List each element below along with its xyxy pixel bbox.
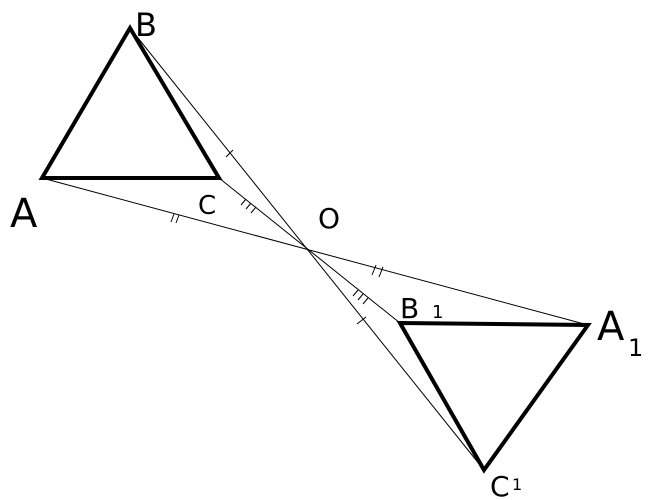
label-C1-subscript: 1 — [512, 475, 522, 494]
tick-AO-2 — [175, 214, 180, 224]
tick-OB1-3 — [362, 297, 369, 305]
label-C1: C — [490, 470, 510, 500]
label-A1: A — [597, 304, 625, 350]
construction-lines — [41, 27, 589, 471]
line-C-B1 — [218, 177, 401, 324]
tick-AO-1 — [170, 213, 175, 223]
label-A1-subscript: 1 — [628, 334, 643, 362]
tick-OB1-1 — [352, 289, 359, 297]
label-B: B — [135, 6, 157, 44]
tick-CO-2 — [245, 202, 252, 210]
label-A: A — [10, 191, 38, 237]
label-B1-subscript: 1 — [432, 302, 443, 323]
tick-OC1 — [356, 316, 367, 325]
tick-CO-3 — [250, 206, 257, 214]
equal-segment-ticks — [170, 149, 384, 325]
tick-BO — [225, 149, 234, 158]
label-O: O — [318, 202, 340, 235]
label-B1: B — [400, 292, 419, 325]
tick-CO-1 — [240, 198, 247, 206]
tick-OB1-2 — [357, 293, 364, 301]
tick-OA1-2 — [378, 266, 384, 278]
triangle-A1B1C1 — [396, 320, 592, 474]
line-A-A1 — [41, 177, 589, 326]
tick-OA1-1 — [371, 264, 377, 276]
label-C: C — [198, 191, 216, 221]
triangle-ABC — [38, 24, 223, 180]
